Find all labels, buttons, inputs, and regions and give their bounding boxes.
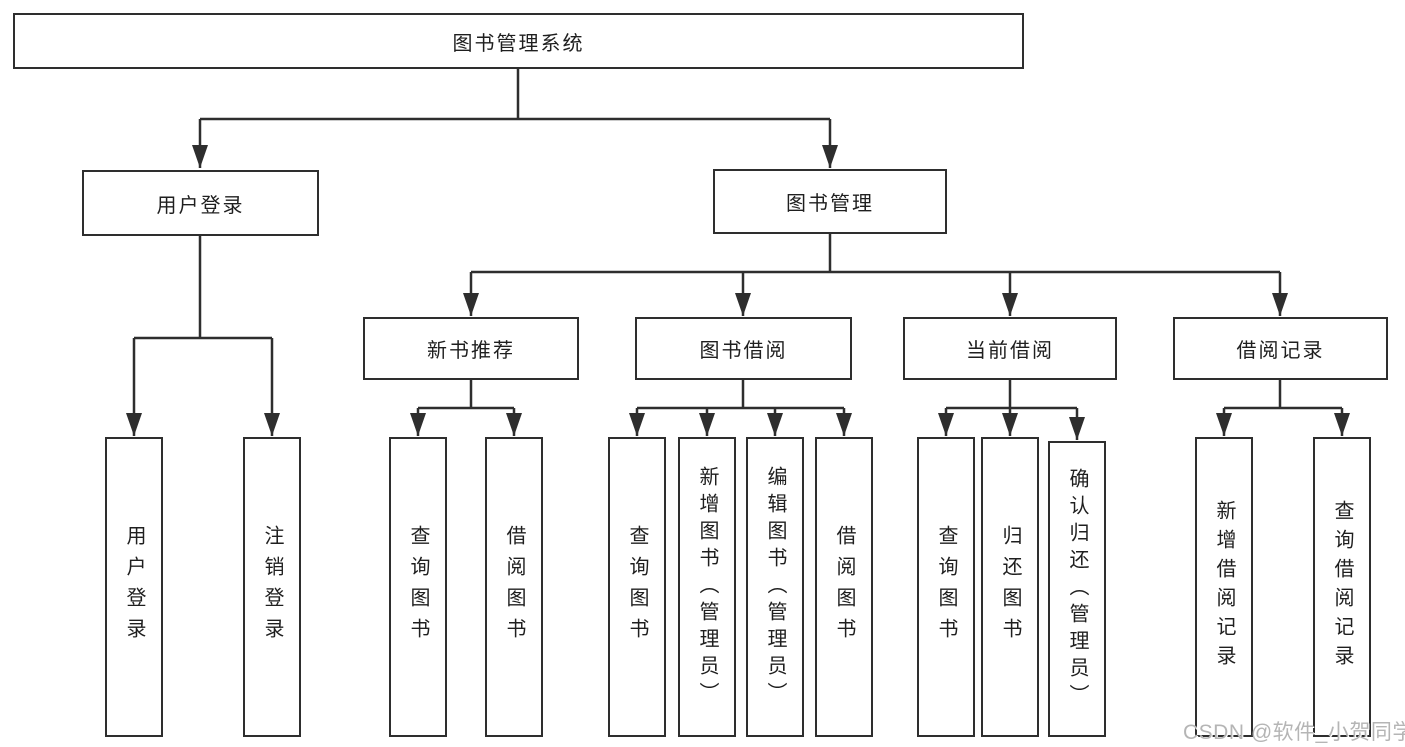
node-new-book-recommend-label: 新书推荐 (427, 340, 515, 362)
leaf-logout: 注销登录 (243, 437, 301, 737)
node-current-borrow-label: 当前借阅 (966, 340, 1054, 362)
csdn-watermark: CSDN @软件_小贺同学 (1183, 721, 1405, 744)
leaf-nbr-borrow-books-label: 借阅图书 (503, 525, 525, 649)
node-new-book-recommend: 新书推荐 (363, 317, 579, 380)
leaf-br-add-record: 新增借阅记录 (1195, 437, 1253, 737)
leaf-user-login-label: 用户登录 (123, 525, 145, 649)
connector-borrow-records-trunk (1224, 380, 1342, 410)
leaf-bb-query-books-label: 查询图书 (626, 525, 648, 649)
leaf-bb-borrow-books-label: 借阅图书 (833, 525, 855, 649)
leaf-logout-label: 注销登录 (261, 525, 283, 649)
leaf-cb-confirm-return-admin-label: 确认归还（管理员） (1066, 467, 1088, 711)
leaf-bb-edit-books-admin-label: 编辑图书（管理员） (764, 465, 786, 709)
connector-root-trunk (200, 69, 830, 121)
leaf-cb-query-books: 查询图书 (917, 437, 975, 737)
leaf-br-query-record-label: 查询借阅记录 (1331, 500, 1353, 674)
connector-new-book-recommend-trunk (418, 380, 514, 410)
connector-user-login-trunk (134, 236, 272, 340)
leaf-bb-add-books-admin: 新增图书（管理员） (678, 437, 736, 737)
connector-current-borrow-trunk (946, 380, 1077, 410)
leaf-cb-return-books-label: 归还图书 (999, 525, 1021, 649)
node-borrow-records-label: 借阅记录 (1236, 340, 1325, 362)
leaf-nbr-query-books: 查询图书 (389, 437, 447, 737)
leaf-bb-query-books: 查询图书 (608, 437, 666, 737)
leaf-nbr-query-books-label: 查询图书 (407, 525, 429, 649)
node-borrow-records: 借阅记录 (1173, 317, 1388, 380)
leaf-bb-edit-books-admin: 编辑图书（管理员） (746, 437, 804, 737)
connector-book-borrow-trunk (637, 380, 844, 410)
node-book-borrow: 图书借阅 (635, 317, 852, 380)
node-book-management: 图书管理 (713, 169, 947, 234)
node-current-borrow: 当前借阅 (903, 317, 1117, 380)
leaf-cb-return-books: 归还图书 (981, 437, 1039, 737)
leaf-cb-query-books-label: 查询图书 (935, 525, 957, 649)
leaf-user-login: 用户登录 (105, 437, 163, 737)
node-root-label: 图书管理系统 (452, 32, 585, 55)
node-user-login-label: 用户登录 (156, 194, 245, 217)
leaf-bb-add-books-admin-label: 新增图书（管理员） (696, 465, 718, 709)
node-user-login: 用户登录 (82, 170, 319, 236)
connector-book-management-trunk (471, 234, 1280, 274)
leaf-br-query-record: 查询借阅记录 (1313, 437, 1371, 737)
node-root: 图书管理系统 (13, 13, 1024, 69)
node-book-management-label: 图书管理 (786, 193, 874, 215)
leaf-cb-confirm-return-admin: 确认归还（管理员） (1048, 441, 1106, 737)
leaf-bb-borrow-books: 借阅图书 (815, 437, 873, 737)
node-book-borrow-label: 图书借阅 (699, 340, 788, 362)
leaf-nbr-borrow-books: 借阅图书 (485, 437, 543, 737)
leaf-br-add-record-label: 新增借阅记录 (1213, 500, 1235, 674)
